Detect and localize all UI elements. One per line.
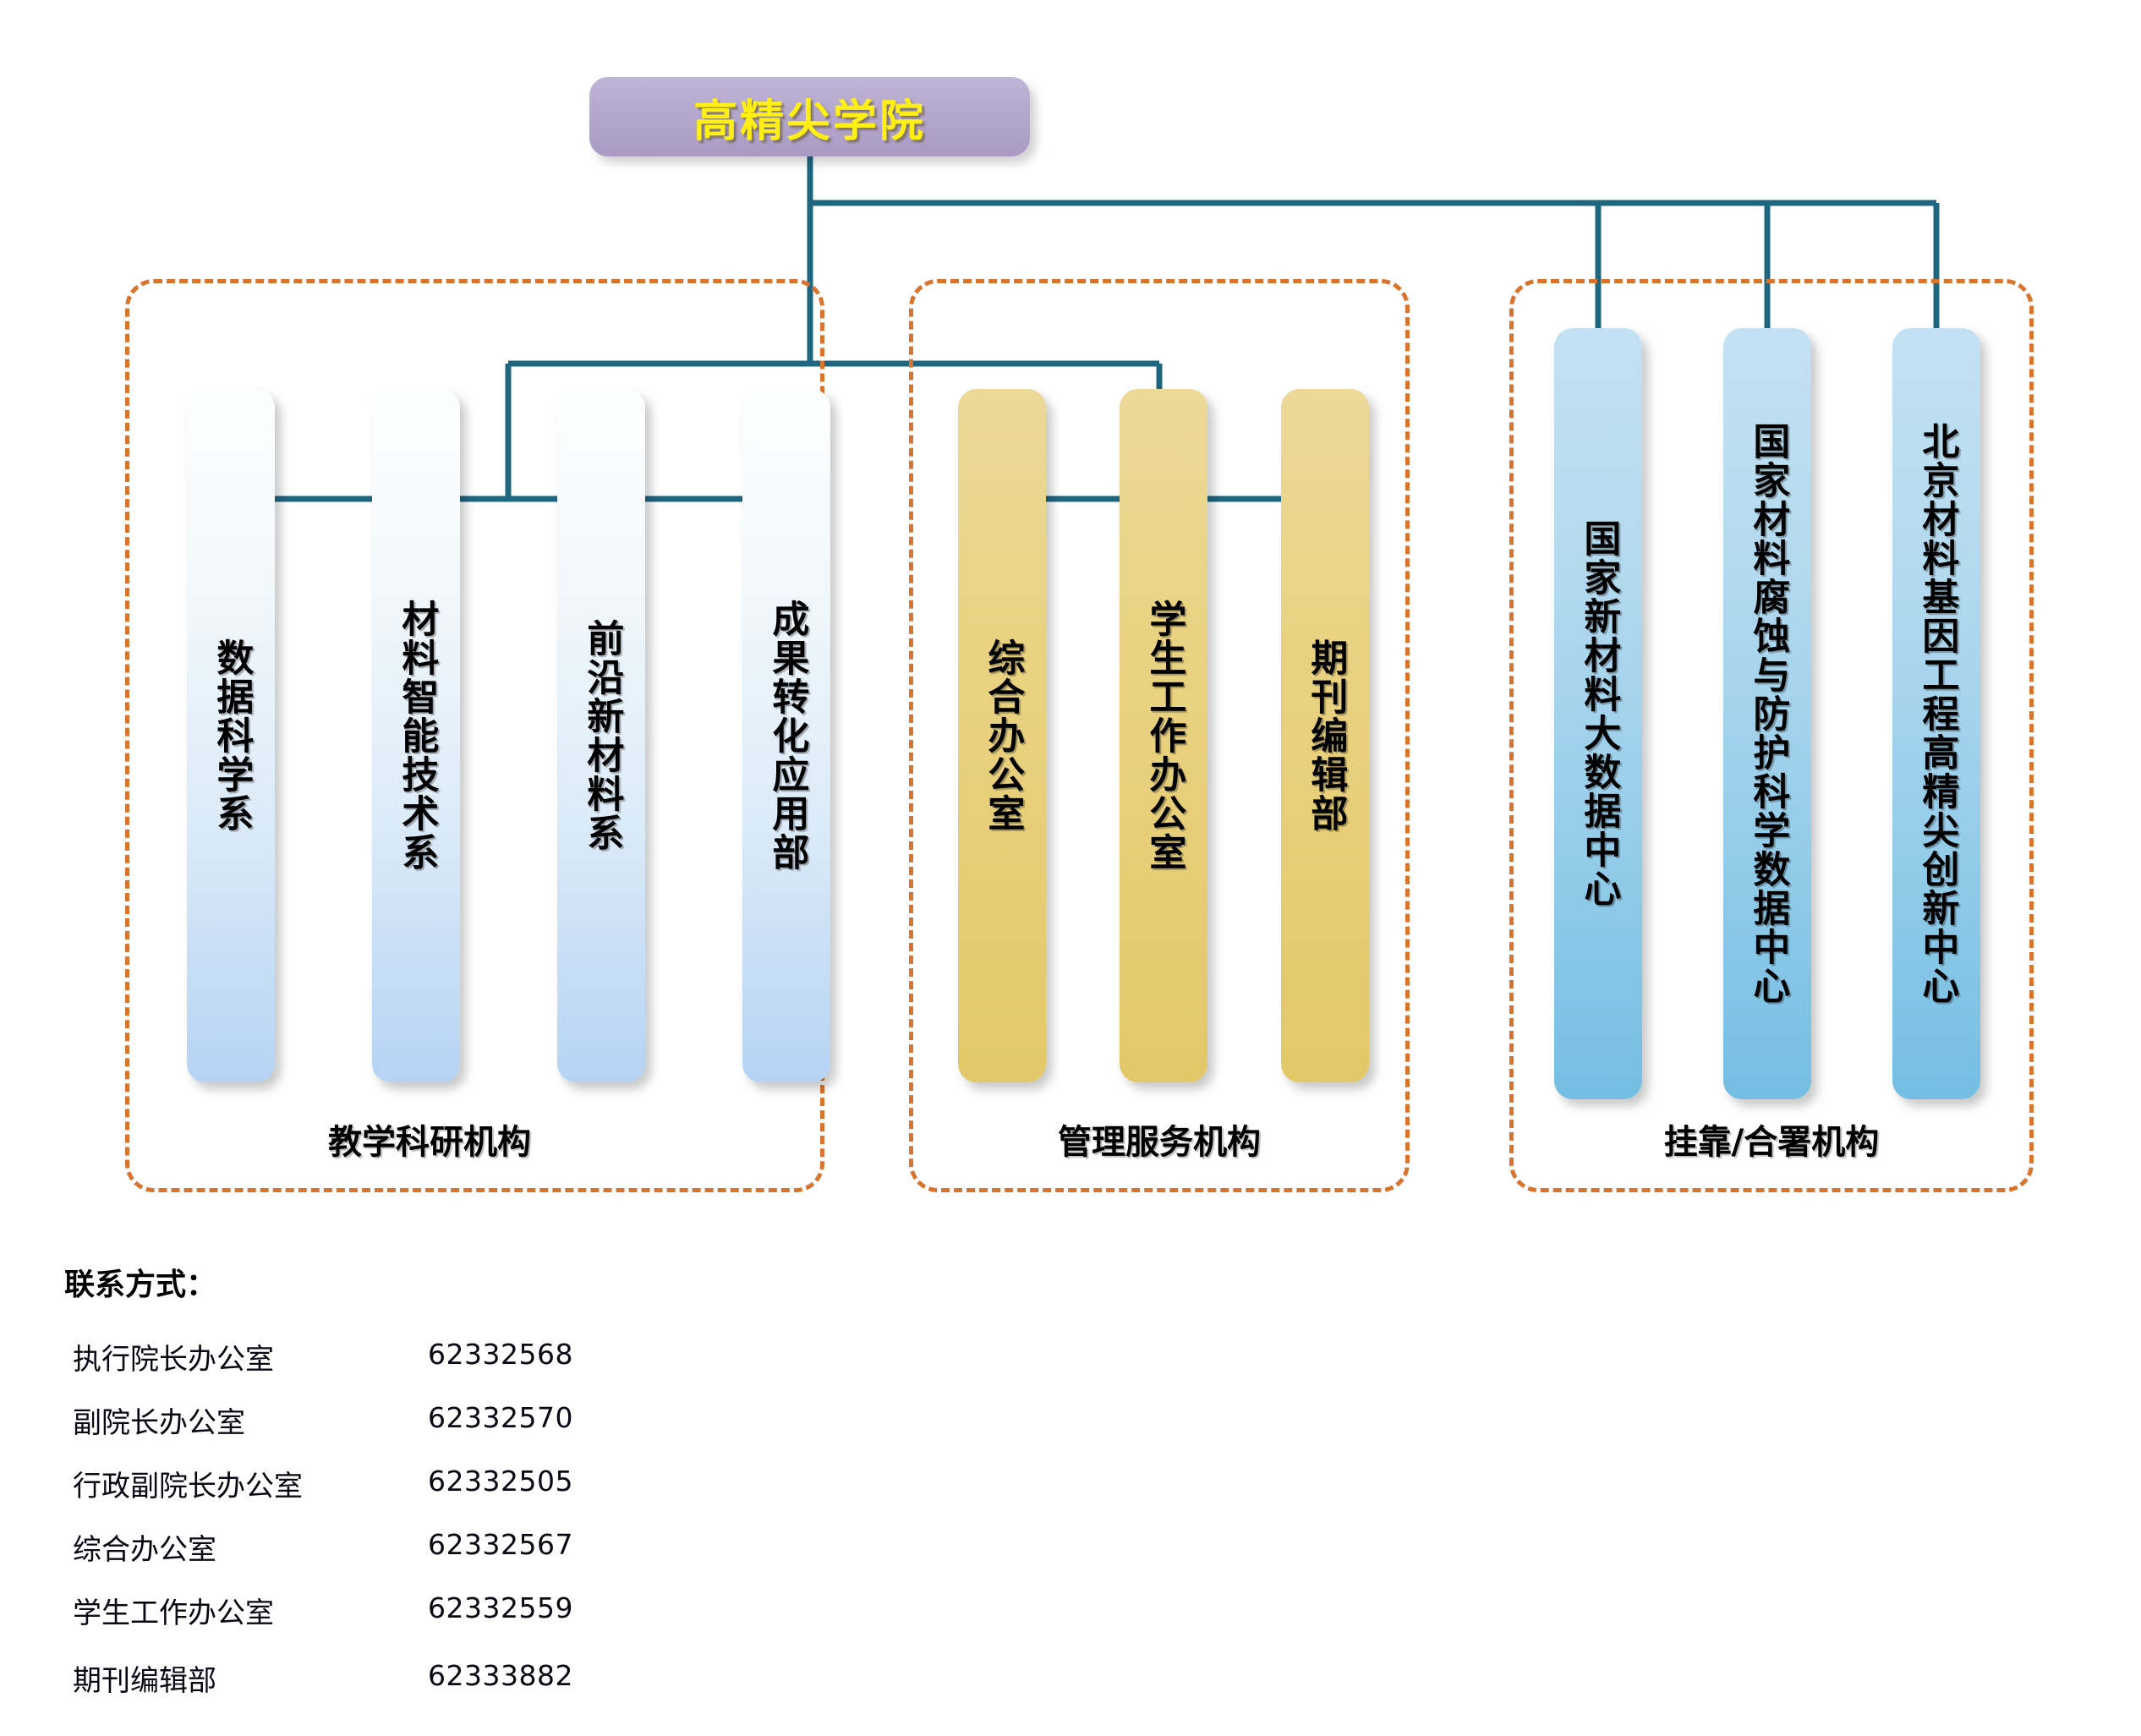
node-frontier-new-materials-department[interactable]: 前沿新材料系 — [557, 389, 645, 1082]
node-label: 前沿新材料系 — [580, 619, 624, 852]
node-label: 学生工作办公室 — [1142, 600, 1186, 872]
node-student-affairs-office[interactable]: 学生工作办公室 — [1120, 389, 1207, 1082]
contact-phone: 62332559 — [428, 1591, 573, 1624]
contact-phone: 62333882 — [428, 1659, 573, 1692]
node-label: 数据科学系 — [210, 638, 254, 833]
root-node-label: 高精尖学院 — [693, 96, 926, 147]
node-national-materials-corrosion-protection-science-data-center[interactable]: 国家材料腐蚀与防护科学数据中心 — [1723, 328, 1811, 1099]
contact-phone: 62332567 — [428, 1528, 573, 1561]
contact-name: 执行院长办公室 — [73, 1343, 274, 1377]
contact-phone: 62332568 — [428, 1338, 573, 1371]
contact-name: 副院长办公室 — [73, 1406, 245, 1440]
contact-phone: 62332505 — [428, 1465, 573, 1498]
node-achievement-transformation-application-department[interactable]: 成果转化应用部 — [742, 389, 830, 1082]
contact-name: 行政副院长办公室 — [73, 1470, 303, 1503]
node-label: 综合办公室 — [981, 638, 1025, 833]
node-journal-editorial-department[interactable]: 期刊编辑部 — [1281, 389, 1369, 1082]
node-label: 北京材料基因工程高精尖创新中心 — [1915, 422, 1959, 1005]
group-container-affiliated-joint — [1509, 279, 2034, 1192]
node-label: 国家新材料大数据中心 — [1577, 519, 1621, 908]
contact-name: 期刊编辑部 — [73, 1664, 216, 1698]
node-data-science-department[interactable]: 数据科学系 — [187, 389, 275, 1082]
contact-section-title: 联系方式： — [64, 1267, 217, 1302]
group-label-affiliated-joint: 挂靠/合署机构 — [1663, 1123, 1880, 1162]
node-beijing-materials-genome-engineering-innovation-center[interactable]: 北京材料基因工程高精尖创新中心 — [1892, 328, 1980, 1099]
node-materials-intelligent-technology-department[interactable]: 材料智能技术系 — [372, 389, 460, 1082]
node-label: 材料智能技术系 — [395, 600, 439, 872]
group-container-management-service — [909, 279, 1410, 1192]
node-label: 期刊编辑部 — [1304, 638, 1348, 833]
group-label-teaching-research: 教学科研机构 — [328, 1123, 531, 1162]
contact-phone: 62332570 — [428, 1401, 573, 1434]
root-node-academy[interactable]: 高精尖学院 — [589, 77, 1030, 156]
node-general-office[interactable]: 综合办公室 — [958, 389, 1046, 1082]
group-label-management-service: 管理服务机构 — [1058, 1123, 1261, 1162]
node-label: 国家材料腐蚀与防护科学数据中心 — [1746, 422, 1790, 1005]
contact-name: 学生工作办公室 — [73, 1596, 274, 1630]
contact-name: 综合办公室 — [73, 1533, 216, 1567]
node-label: 成果转化应用部 — [765, 600, 809, 872]
node-national-new-materials-big-data-center[interactable]: 国家新材料大数据中心 — [1554, 328, 1642, 1099]
